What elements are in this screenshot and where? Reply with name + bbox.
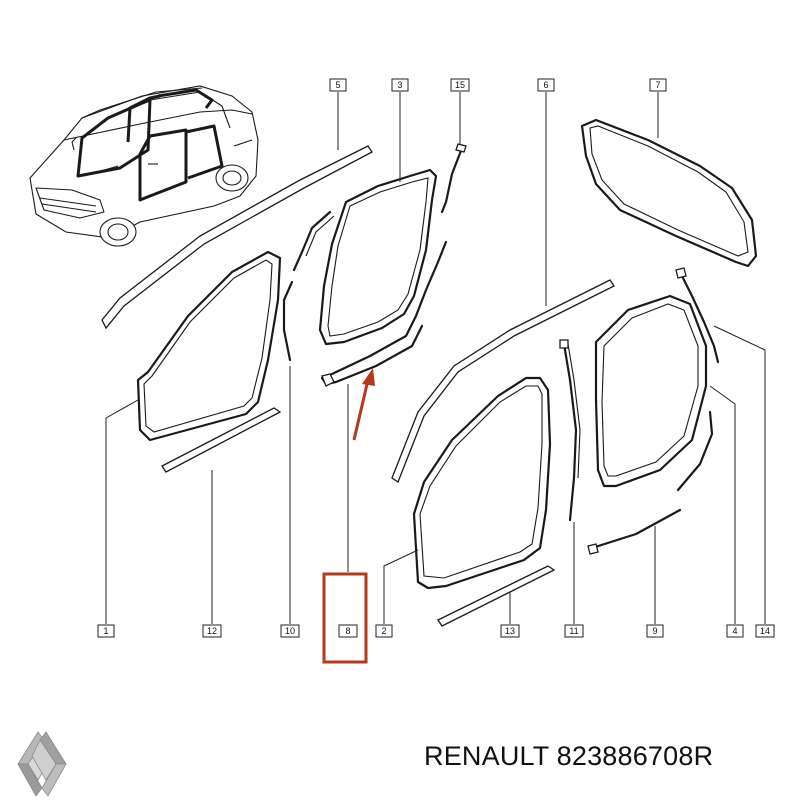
part-11-b-pillar-strip (559, 339, 581, 522)
svg-text:12: 12 (207, 626, 217, 636)
svg-text:4: 4 (732, 626, 737, 636)
svg-text:6: 6 (543, 80, 548, 90)
svg-text:11: 11 (569, 626, 578, 636)
callout-14: 14 (755, 624, 775, 638)
callout-10: 10 (280, 624, 300, 638)
svg-text:9: 9 (652, 626, 657, 636)
callout-4: 4 (726, 624, 744, 638)
part-12-front-sill-strip (161, 407, 282, 473)
part-9-rear-sill-inner-strip (587, 508, 682, 555)
part-2-rear-door-seal (412, 376, 552, 590)
part-6-rear-roof-moulding (391, 279, 615, 483)
callout-13: 13 (500, 624, 520, 638)
svg-text:5: 5 (335, 80, 340, 90)
svg-text:13: 13 (505, 626, 515, 636)
svg-text:8: 8 (345, 626, 350, 636)
highlight-arrow (352, 368, 375, 441)
car-illustration (29, 85, 259, 247)
part-1-front-door-seal (136, 250, 282, 442)
part-15-upper-pillar-strip (440, 143, 467, 214)
highlight-box (322, 572, 368, 664)
callout-3: 3 (391, 78, 409, 92)
part-10-pillar-seal (282, 210, 335, 362)
svg-text:15: 15 (455, 80, 465, 90)
svg-text:14: 14 (760, 626, 770, 636)
part-13-rear-sill-strip (437, 565, 556, 627)
svg-text:10: 10 (285, 626, 295, 636)
callout-7: 7 (649, 78, 667, 92)
part-7-tailgate-seal (580, 118, 758, 268)
svg-text:1: 1 (103, 626, 108, 636)
svg-text:7: 7 (655, 80, 660, 90)
callout-5: 5 (329, 78, 347, 92)
part-5-roof-moulding (101, 145, 373, 330)
svg-text:2: 2 (381, 626, 386, 636)
brand-part-number-caption: RENAULT 823886708R (424, 741, 714, 771)
callout-2: 2 (375, 624, 393, 638)
callout-11: 11 (564, 624, 584, 638)
callout-15: 15 (450, 78, 470, 92)
callout-8: 8 (338, 624, 358, 638)
callout-6: 6 (537, 78, 555, 92)
part-4-rear-lower-seal (676, 410, 714, 492)
part-14-rear-upper-strip (675, 267, 720, 364)
leader-lines (105, 92, 766, 624)
callout-12: 12 (202, 624, 222, 638)
svg-text:3: 3 (397, 80, 402, 90)
renault-diamond-logo (17, 731, 67, 797)
part-8-lower-door-seal (320, 240, 448, 387)
callout-1: 1 (97, 624, 115, 638)
callout-9: 9 (646, 624, 664, 638)
part-rear-door-frame-seal (594, 294, 708, 488)
part-3-door-frame-seal (318, 168, 438, 346)
